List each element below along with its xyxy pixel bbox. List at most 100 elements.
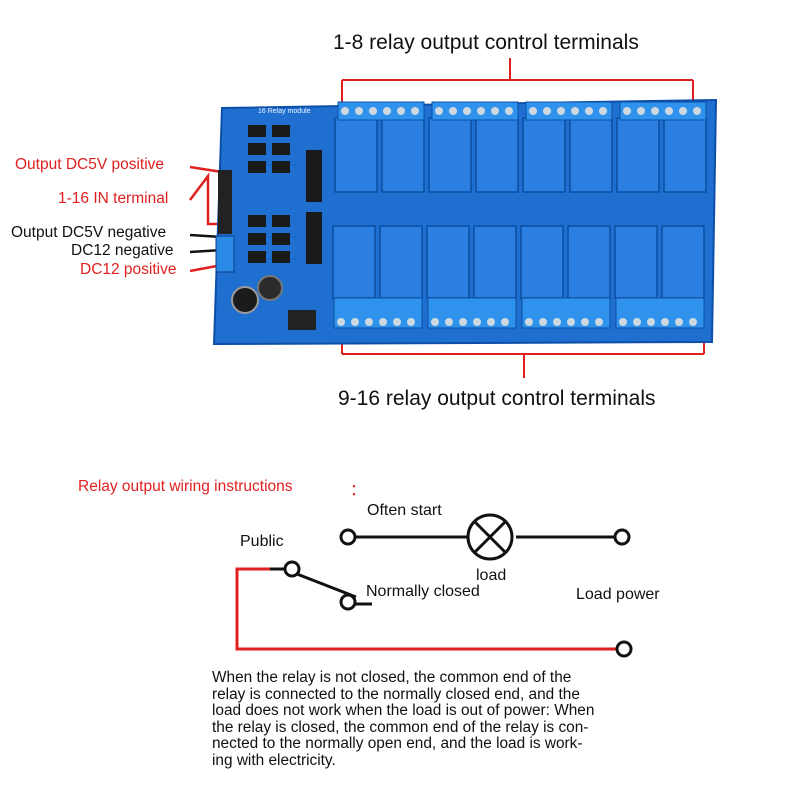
terminal-screw xyxy=(689,318,697,326)
relay xyxy=(522,117,566,193)
bottom-terminals-callout: 9-16 relay output control terminals xyxy=(338,387,656,410)
terminal-screw xyxy=(543,107,551,115)
label-dc5v-negative: Output DC5V negative xyxy=(11,224,167,241)
terminal-screw xyxy=(525,318,533,326)
terminal-screw xyxy=(553,318,561,326)
power-terminal-block xyxy=(215,235,235,273)
relay xyxy=(616,117,660,193)
relay xyxy=(428,117,472,193)
terminal-block xyxy=(431,101,519,121)
terminal-screw xyxy=(599,107,607,115)
relay xyxy=(381,117,425,193)
relay xyxy=(379,225,423,299)
terminal-screw xyxy=(571,107,579,115)
wiring-title-colon: ： xyxy=(350,482,367,499)
relay xyxy=(334,117,378,193)
terminal-screw xyxy=(477,107,485,115)
optocoupler-array xyxy=(248,125,322,264)
capacitor xyxy=(257,275,283,301)
terminal-screw xyxy=(369,107,377,115)
terminal-block xyxy=(337,101,425,121)
terminal-screw xyxy=(595,318,603,326)
input-pin-header xyxy=(218,170,232,234)
label-dc12-positive: DC12 positive xyxy=(80,261,177,278)
terminal-screw xyxy=(379,318,387,326)
relay xyxy=(569,117,613,193)
relay xyxy=(520,225,564,299)
label-load-power: Load power xyxy=(576,586,660,603)
terminal-screw xyxy=(539,318,547,326)
wiring-explanation: When the relay is not closed, the common… xyxy=(212,669,595,769)
relay xyxy=(663,117,707,193)
label-in-terminal: 1-16 IN terminal xyxy=(58,190,169,207)
terminal-screw xyxy=(501,318,509,326)
terminal-screw xyxy=(473,318,481,326)
terminal-blocks-bottom xyxy=(333,297,705,329)
terminal-screw xyxy=(449,107,457,115)
terminal-often-start xyxy=(339,528,357,546)
terminal-screw xyxy=(505,107,513,115)
lamp-load-icon xyxy=(466,513,514,561)
terminal-screw xyxy=(623,107,631,115)
label-public: Public xyxy=(240,533,284,550)
terminal-block xyxy=(525,101,613,121)
relay-row-top xyxy=(334,117,707,193)
terminal-screw xyxy=(337,318,345,326)
terminal-screw xyxy=(633,318,641,326)
terminal-screw xyxy=(491,107,499,115)
red-wire xyxy=(235,567,618,651)
terminal-load-power-top xyxy=(613,528,631,546)
terminal-screw xyxy=(675,318,683,326)
terminal-screw xyxy=(393,318,401,326)
terminal-screw xyxy=(383,107,391,115)
terminal-screw xyxy=(665,107,673,115)
terminal-screw xyxy=(693,107,701,115)
terminal-screw xyxy=(651,107,659,115)
relay xyxy=(614,225,658,299)
terminal-screw xyxy=(351,318,359,326)
capacitor xyxy=(231,286,259,314)
label-often-start: Often start xyxy=(367,502,442,519)
terminal-screw xyxy=(341,107,349,115)
relay xyxy=(567,225,611,299)
terminal-screw xyxy=(365,318,373,326)
terminal-block xyxy=(619,101,707,121)
label-dc12-negative: DC12 negative xyxy=(71,242,174,259)
label-load: load xyxy=(476,567,507,584)
relay xyxy=(475,117,519,193)
terminal-screw xyxy=(529,107,537,115)
relay-switch-icon xyxy=(270,560,372,611)
wiring-instructions-title: Relay output wiring instructions xyxy=(78,478,293,495)
terminal-screw xyxy=(487,318,495,326)
board-silkscreen-title: 16 Relay module xyxy=(258,108,311,115)
terminal-screw xyxy=(397,107,405,115)
terminal-screw xyxy=(557,107,565,115)
terminal-screw xyxy=(431,318,439,326)
terminal-screw xyxy=(407,318,415,326)
terminal-screw xyxy=(581,318,589,326)
relay xyxy=(473,225,517,299)
terminal-screw xyxy=(679,107,687,115)
terminal-screw xyxy=(459,318,467,326)
terminal-blocks-top xyxy=(337,101,707,121)
relay xyxy=(661,225,705,299)
terminal-screw xyxy=(567,318,575,326)
terminal-screw xyxy=(637,107,645,115)
relay-board-illustration: 16 Relay module xyxy=(189,58,718,378)
terminal-load-power-bottom xyxy=(615,640,633,658)
terminal-screw xyxy=(411,107,419,115)
top-terminals-callout: 1-8 relay output control terminals xyxy=(333,31,639,54)
terminal-screw xyxy=(355,107,363,115)
terminal-screw xyxy=(647,318,655,326)
terminal-screw xyxy=(585,107,593,115)
label-dc5v-positive: Output DC5V positive xyxy=(15,156,165,173)
voltage-regulator xyxy=(288,310,316,330)
terminal-screw xyxy=(661,318,669,326)
terminal-screw xyxy=(435,107,443,115)
terminal-screw xyxy=(445,318,453,326)
terminal-screw xyxy=(463,107,471,115)
label-normally-closed: Normally closed xyxy=(366,583,480,600)
terminal-screw xyxy=(619,318,627,326)
relay xyxy=(426,225,470,299)
